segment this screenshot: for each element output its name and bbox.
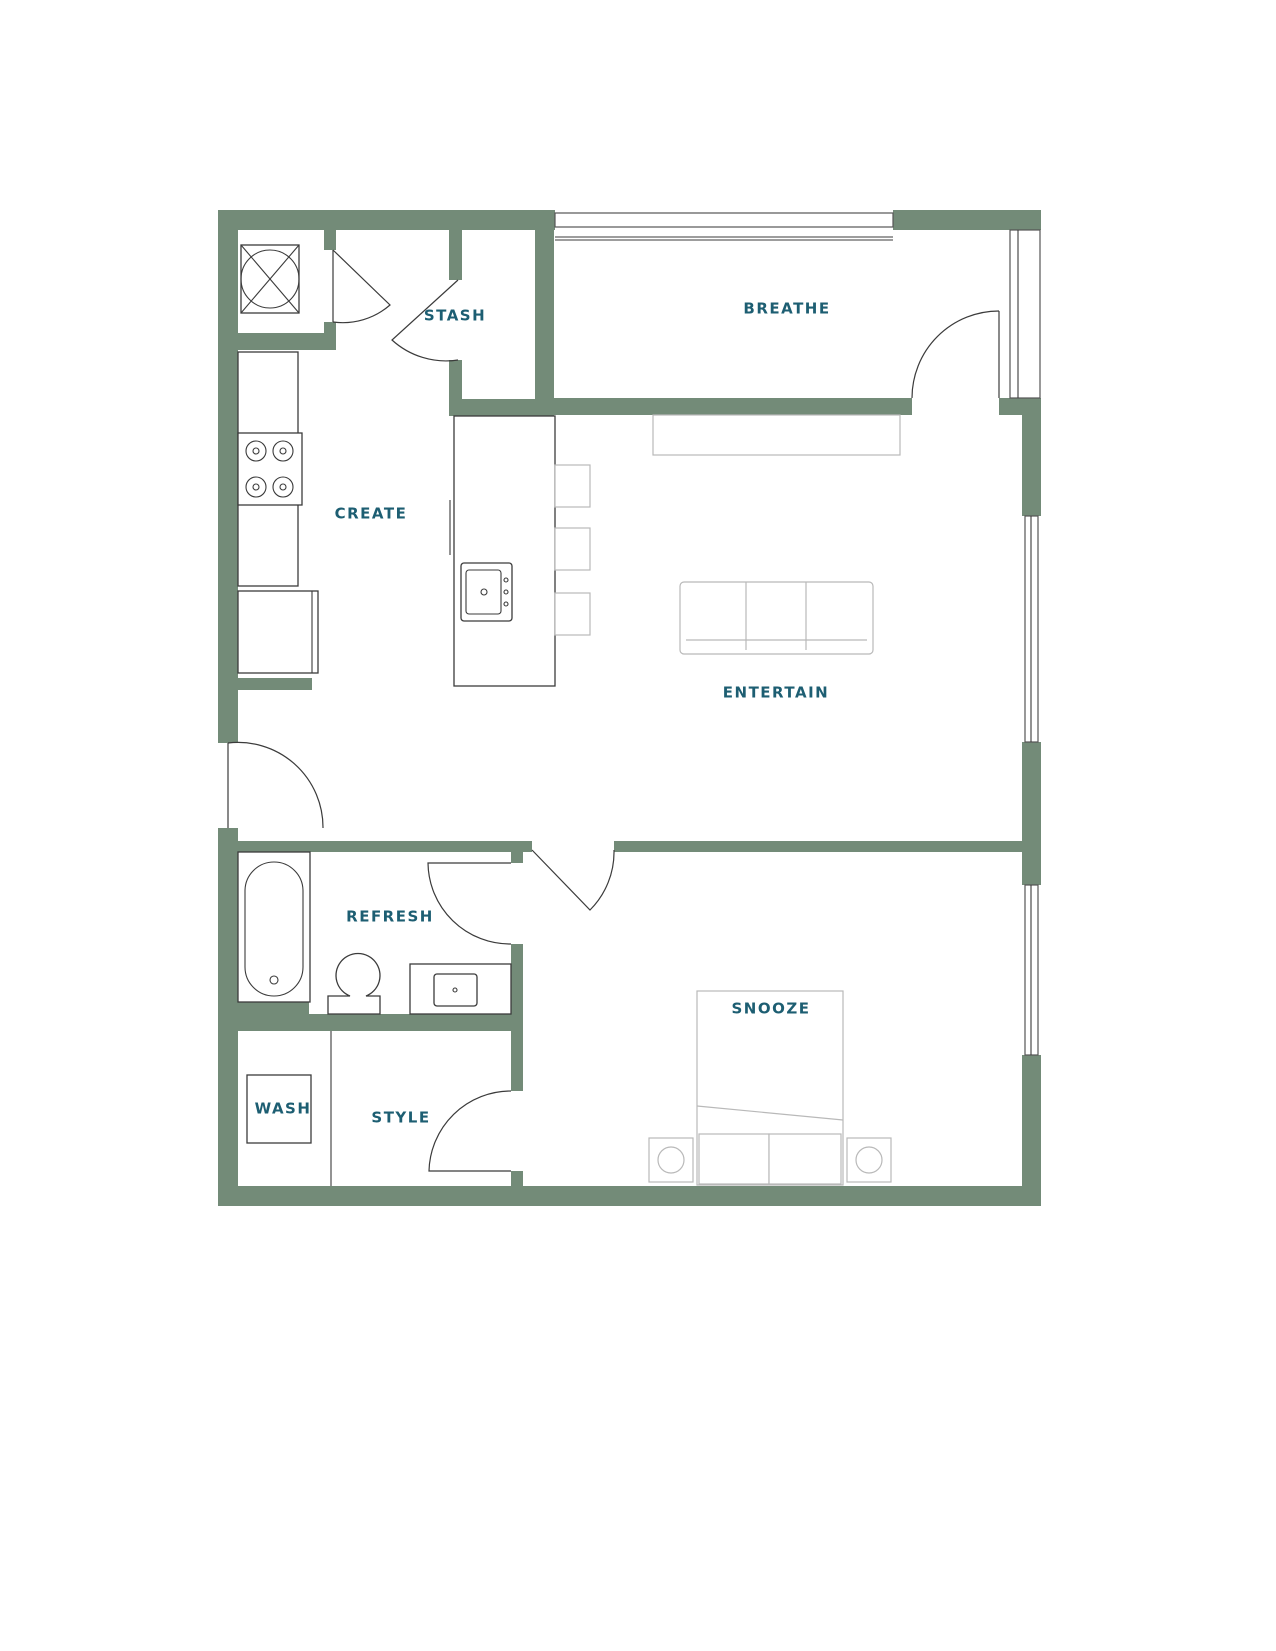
refrigerator-icon [237, 590, 319, 674]
wall-stash-left-top [449, 228, 462, 280]
room-label-refresh: REFRESH [346, 908, 434, 926]
wall-stash-bottom [449, 399, 553, 416]
wall-left-lower [218, 828, 238, 1206]
sink-tap-1 [503, 577, 509, 583]
wall-mech-right [324, 228, 336, 250]
media-console [652, 414, 901, 456]
sink-basin [465, 569, 502, 615]
bed-duvet-fold [696, 1105, 844, 1121]
nightstand-right [846, 1137, 892, 1183]
stove-burner-4 [272, 476, 294, 498]
stove-burner-1 [245, 440, 267, 462]
doors [227, 249, 1000, 1172]
stove-burner-3 [245, 476, 267, 498]
wall-kitchen-stub [236, 678, 312, 690]
wall-top-right [893, 210, 1041, 230]
room-label-snooze: SNOOZE [732, 1000, 811, 1018]
wall-right-3 [1022, 1055, 1041, 1206]
stove-burner-2 [272, 440, 294, 462]
wall-balcony-stub [999, 398, 1024, 415]
wall-balcony-bottom [553, 398, 912, 415]
wall-closet-right [511, 1029, 523, 1091]
wall-top-left [218, 210, 555, 230]
wall-stash-right [535, 210, 554, 416]
wall-bath-bottom [236, 1014, 523, 1031]
room-label-stash: STASH [424, 307, 486, 325]
windows [554, 212, 1041, 1056]
sink-drain [480, 588, 488, 596]
vanity-drain [452, 987, 458, 993]
balcony-slider [554, 212, 894, 228]
water-heater-x2 [240, 244, 300, 314]
wall-right-balcony [1030, 210, 1041, 230]
room-label-style: STYLE [371, 1109, 430, 1127]
closet-door-swing [428, 1090, 512, 1172]
vanity-sink-icon [433, 973, 478, 1007]
stove-icon [237, 432, 303, 506]
toilet-icon [327, 952, 381, 1015]
wall-mech-right-low [324, 322, 336, 350]
room-label-breathe: BREATHE [743, 300, 830, 318]
bathroom-fixtures [237, 851, 512, 1015]
bedroom-door-swing [531, 849, 615, 911]
entry-door-swing [227, 741, 324, 829]
wall-tub-bottom [236, 1000, 309, 1016]
water-heater-ring [240, 249, 300, 309]
room-label-wash: WASH [255, 1100, 312, 1118]
bathtub-icon [237, 851, 311, 1003]
living-furniture [652, 414, 901, 655]
room-label-create: CREATE [335, 505, 408, 523]
wall-bath-right [511, 944, 523, 1031]
mech-door-swing [332, 249, 391, 324]
kitchen-fixtures [237, 244, 591, 687]
laundry-closet [246, 1031, 332, 1186]
stash-door-swing [391, 279, 459, 362]
kitchen-island [453, 415, 556, 687]
wall-closet-right-bottom [511, 1171, 523, 1188]
wall-bottom [218, 1186, 1041, 1206]
bath-door-swing [427, 862, 512, 945]
wall-mech-bottom [218, 333, 336, 350]
pillow-left [698, 1133, 770, 1185]
bathtub-basin [244, 861, 304, 997]
wall-right-2 [1022, 742, 1041, 885]
bar-stool-1 [554, 464, 591, 508]
lamp-left-icon [657, 1146, 685, 1174]
balcony-door-swing [911, 310, 1000, 399]
bedroom-furniture [648, 990, 892, 1186]
wall-hall-left [236, 841, 532, 852]
room-label-entertain: ENTERTAIN [723, 684, 829, 702]
washer-dryer-icon [246, 1074, 312, 1144]
pillow-right [768, 1133, 842, 1185]
sink-tap-2 [503, 589, 509, 595]
wall-left-upper [218, 210, 238, 743]
wall-bath-right-top [511, 850, 523, 863]
bar-stool-3 [554, 592, 591, 636]
wall-hall-right [614, 841, 1024, 852]
bar-stool-2 [554, 527, 591, 571]
balcony-side-window [1009, 229, 1041, 399]
room-labels: BREATHE STASH CREATE ENTERTAIN REFRESH S… [255, 300, 830, 1127]
sofa [679, 581, 874, 655]
bathtub-drain [269, 975, 279, 985]
sink-tap-3 [503, 601, 509, 607]
lamp-right-icon [855, 1146, 883, 1174]
walls [218, 210, 1041, 1206]
wall-right-1 [1022, 398, 1041, 516]
